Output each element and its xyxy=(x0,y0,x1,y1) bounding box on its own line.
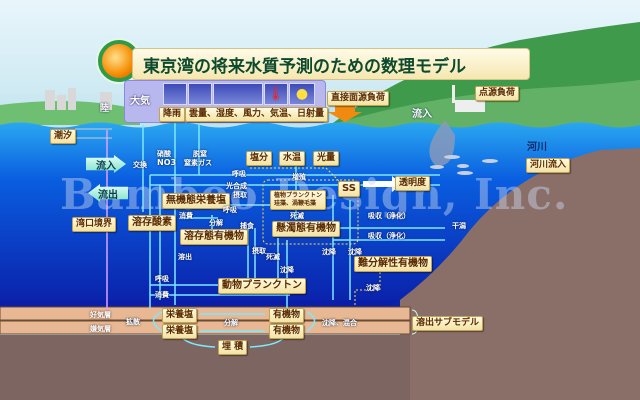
inflow-plume xyxy=(429,120,455,166)
nitrogen-gas-label: 窒素ガス xyxy=(184,159,212,167)
sink-mix-label: 沈降、混合 xyxy=(322,319,357,327)
absorption-label-2: 吸収（浄化） xyxy=(368,232,410,240)
aerobic-organic-box: 有機物 xyxy=(269,308,305,323)
page-title: 東京湾の将来水質予測のための数理モデル xyxy=(132,48,530,80)
phytoplankton-label: 植物プランクトン xyxy=(274,192,323,199)
sinking-label-2: 沈降 xyxy=(322,248,336,256)
grazing-label: 捕食 xyxy=(240,222,254,230)
factory xyxy=(452,85,485,112)
release-submodel-label: 溶出サブモデル xyxy=(412,316,484,331)
salinity-label: 塩分 xyxy=(246,151,273,166)
light-label: 光量 xyxy=(313,151,340,166)
inflow-boundary-arrow: 流入 xyxy=(86,155,126,173)
photosynthesis-label: 光合成 xyxy=(226,182,247,190)
pom-box: 懸濁態有機物 xyxy=(272,221,340,237)
wind-icon xyxy=(213,83,263,105)
consumption-label: 消費 xyxy=(179,212,193,220)
ss-label: SS xyxy=(338,181,360,197)
zooplankton-box: 動物プランクトン xyxy=(218,278,306,294)
water-temp-label: 水温 xyxy=(279,151,306,166)
sun-icon: ● xyxy=(289,83,315,105)
point-load-label: 点源負荷 xyxy=(475,86,520,101)
fish-school xyxy=(430,155,498,175)
thermometer-icon: 🌡 xyxy=(264,83,288,105)
tidal-flat-label: 干潟 xyxy=(452,222,466,230)
sediment-decomposition-label: 分解 xyxy=(224,319,238,327)
growth-label: 増殖 xyxy=(292,173,306,181)
aerobic-layer-label: 好気層 xyxy=(90,311,111,319)
death-label: 死滅 xyxy=(290,212,304,220)
uptake-label: 摂取 xyxy=(233,191,247,199)
river-label: 河川 xyxy=(527,142,547,153)
denitrification-label: 脱窒 xyxy=(193,150,207,158)
release-label: 溶出 xyxy=(178,253,192,261)
cumulus-cloud-icon xyxy=(188,83,212,105)
diffusion-label: 拡散 xyxy=(126,318,140,326)
respiration-label: 呼吸 xyxy=(232,170,246,178)
consumption-label-2: 消費 xyxy=(155,291,169,299)
tide-label: 潮汐 xyxy=(50,129,77,144)
atmosphere-label: 大気 xyxy=(130,96,150,107)
anaerobic-layer-label: 嫌気層 xyxy=(90,325,111,333)
phytoplankton-species: 珪藻、渦鞭毛藻 xyxy=(274,200,317,207)
decomposition-label: 分解 xyxy=(209,219,223,227)
city-buildings xyxy=(45,88,112,110)
burial-box: 埋 積 xyxy=(218,340,248,355)
outflow-boundary-arrow: 流出 xyxy=(88,184,128,202)
inflow-label: 流入 xyxy=(412,109,432,120)
dissolved-oxygen-box: 溶存酸素 xyxy=(128,215,176,231)
uptake-label-2: 摂取 xyxy=(252,247,266,255)
transparency-label: 透明度 xyxy=(395,176,431,191)
direct-load-label: 直接面源負荷 xyxy=(327,91,390,106)
inorganic-nutrients-box: 無機態栄養塩 xyxy=(162,193,230,209)
aerobic-nutrients-box: 栄養塩 xyxy=(162,308,198,323)
dom-box: 溶存態有機物 xyxy=(180,229,248,245)
exchange-label: 交換 xyxy=(133,161,147,169)
weather-label: 雲量、湿度、風力、気温、日射量 xyxy=(185,107,329,122)
sinking-label-4: 沈降 xyxy=(366,284,380,292)
river-inflow-label: 河川流入 xyxy=(526,158,571,173)
direct-load-arrow xyxy=(328,105,362,122)
death-label-2: 死滅 xyxy=(266,253,280,261)
anaerobic-nutrients-box: 栄養塩 xyxy=(162,324,198,339)
nitrate-label: 硝酸 xyxy=(157,150,171,158)
respiration-label-2: 呼吸 xyxy=(223,206,237,214)
anaerobic-organic-box: 有機物 xyxy=(269,324,305,339)
land-label: 陸 xyxy=(100,104,110,114)
sinking-label-1: 沈降 xyxy=(280,266,294,274)
rain-cloud-icon xyxy=(163,83,187,105)
bay-mouth-label: 湾口境界 xyxy=(72,217,117,232)
refractory-organic-box: 難分解性有機物 xyxy=(354,256,432,272)
absorption-label-1: 吸収（浄化） xyxy=(368,212,410,220)
rain-label: 降雨 xyxy=(159,107,186,122)
sinking-label-3: 沈降 xyxy=(348,248,362,256)
phytoplankton-box: 植物プランクトン珪藻、渦鞭毛藻 xyxy=(270,190,327,210)
respiration-label-3: 呼吸 xyxy=(155,275,169,283)
transparency-arrow xyxy=(363,176,402,192)
no3-label: NO3 xyxy=(157,158,177,167)
